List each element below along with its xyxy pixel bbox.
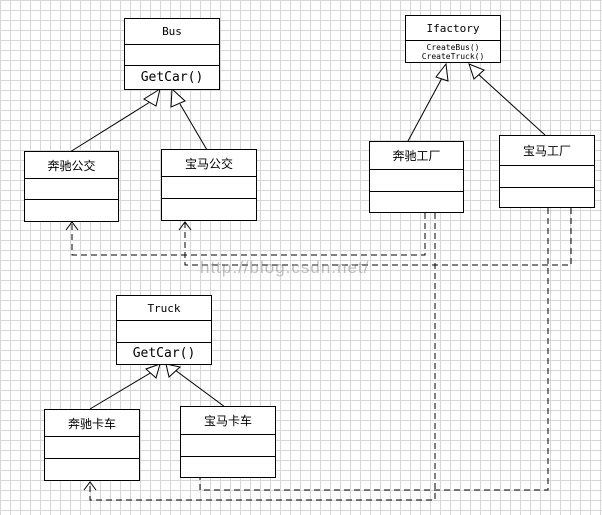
inherit-line-bmw-truck [174, 369, 226, 408]
class-method-truck: GetCar() [132, 346, 196, 361]
class-name-truck: Truck [117, 296, 211, 321]
inherit-arrow-truck-left [145, 363, 161, 379]
dependency-arrow-bmw-bus [178, 221, 192, 231]
class-method-bus: GetCar() [140, 70, 204, 85]
class-ifactory[interactable]: Ifactory CreateBus() CreateTruck() [405, 15, 501, 63]
class-methods-benz-truck [45, 459, 139, 480]
class-benz-bus[interactable]: 奔驰公交 [24, 151, 119, 222]
class-attributes-bmw-truck [181, 435, 275, 457]
class-methods-benz-factory [370, 192, 463, 212]
class-name-bmw-truck: 宝马卡车 [181, 407, 275, 435]
class-name-benz-factory: 奔驰工厂 [370, 142, 463, 170]
inherit-line-bmw-bus [179, 103, 208, 151]
dependency-bmw-factory-bmw-truck [199, 208, 549, 491]
inherit-line-benz-bus [69, 101, 151, 153]
dependency-arrow-benz-truck [83, 481, 97, 491]
class-benz-truck[interactable]: 奔驰卡车 [44, 409, 140, 481]
class-attributes-bus [125, 45, 219, 66]
class-bus[interactable]: Bus GetCar() [124, 18, 220, 90]
dependency-benz-factory-benz-bus [71, 213, 426, 256]
dependency-arrow-benz-bus [65, 221, 79, 231]
inherit-arrow-truck-right [165, 363, 182, 378]
class-attributes-bmw-factory [500, 166, 594, 188]
class-methods-bmw-truck [181, 457, 275, 477]
class-benz-factory[interactable]: 奔驰工厂 [369, 141, 464, 213]
class-name-benz-truck: 奔驰卡车 [45, 410, 139, 437]
inherit-line-bmw-factory [477, 73, 546, 136]
class-name-bmw-bus: 宝马公交 [162, 150, 256, 177]
class-methods-benz-bus [25, 200, 118, 221]
class-bmw-bus[interactable]: 宝马公交 [161, 149, 257, 221]
method-create-truck: CreateTruck() [421, 51, 485, 61]
dependency-benz-factory-benz-truck [89, 213, 436, 501]
class-attributes-benz-factory [370, 170, 463, 192]
class-attributes-bmw-bus [162, 177, 256, 199]
inherit-arrow-ifactory-left [435, 62, 449, 82]
class-bmw-factory[interactable]: 宝马工厂 [499, 135, 595, 208]
inherit-line-benz-factory [407, 77, 443, 142]
class-name-bus: Bus [125, 19, 219, 45]
dependency-bmw-factory-bmw-bus [184, 208, 572, 266]
method-create-bus: CreateBus() [426, 42, 480, 52]
class-name-bmw-factory: 宝马工厂 [500, 136, 594, 166]
class-attributes-benz-truck [45, 437, 139, 459]
class-attributes-truck [117, 321, 211, 343]
inherit-arrow-bus-left [143, 87, 161, 107]
watermark-text: http://blog.csdn.net/ [200, 258, 370, 277]
class-methods-ifactory: CreateBus() CreateTruck() [406, 41, 500, 62]
class-bmw-truck[interactable]: 宝马卡车 [180, 406, 276, 478]
class-name-ifactory: Ifactory [406, 16, 500, 41]
inherit-line-benz-truck [89, 371, 153, 410]
class-name-benz-bus: 奔驰公交 [25, 152, 118, 179]
class-attributes-benz-bus [25, 179, 118, 200]
class-methods-bmw-factory [500, 188, 594, 207]
class-truck[interactable]: Truck GetCar() [116, 295, 212, 365]
inherit-arrow-ifactory-right [468, 63, 485, 80]
inherit-arrow-bus-right [170, 87, 186, 108]
class-methods-bmw-bus [162, 199, 256, 220]
